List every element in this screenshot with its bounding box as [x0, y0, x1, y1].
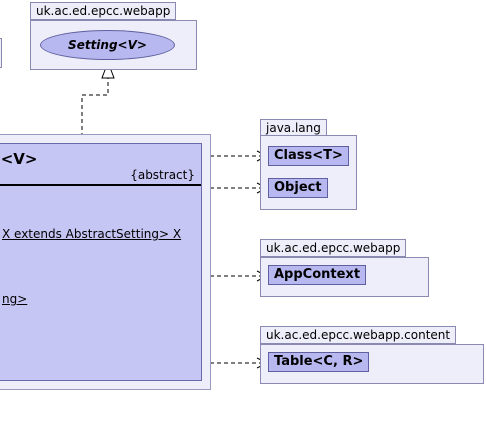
realization-line — [81, 78, 109, 144]
package-name: uk.ac.ed.epcc.webapp — [30, 2, 177, 20]
dependency-class-t — [203, 150, 269, 162]
package-name: uk.ac.ed.epcc.webapp.content — [260, 326, 457, 344]
realization-arrowhead — [101, 60, 115, 79]
package-webapp-setting: uk.ac.ed.epcc.webapp Setting<V> — [30, 2, 197, 70]
dependency-object — [203, 182, 269, 194]
abstract-setting-class[interactable]: g<V> {abstract} X extends AbstractSettin… — [0, 134, 211, 390]
object-box[interactable]: Object — [268, 178, 328, 198]
dependency-table — [203, 357, 269, 369]
class-member: ng> — [2, 292, 28, 306]
abstract-stereotype: {abstract} — [130, 168, 195, 182]
package-webapp-content: uk.ac.ed.epcc.webapp.content Table<C, R> — [260, 326, 484, 384]
setting-interface[interactable]: Setting<V> — [40, 30, 175, 60]
package-name: java.lang — [260, 119, 327, 137]
package-java-lang: java.lang Class<T> Object — [260, 119, 357, 210]
partial-package-edge — [0, 38, 2, 68]
package-webapp-context: uk.ac.ed.epcc.webapp AppContext — [260, 239, 429, 297]
dependency-app-context — [203, 270, 269, 282]
table-box[interactable]: Table<C, R> — [268, 352, 370, 372]
class-member: X extends AbstractSetting> X — [2, 227, 182, 241]
class-separator — [0, 184, 201, 186]
class-t-box[interactable]: Class<T> — [268, 146, 349, 166]
app-context-box[interactable]: AppContext — [268, 265, 367, 285]
package-name: uk.ac.ed.epcc.webapp — [260, 239, 407, 257]
class-title: g<V> — [0, 150, 38, 168]
